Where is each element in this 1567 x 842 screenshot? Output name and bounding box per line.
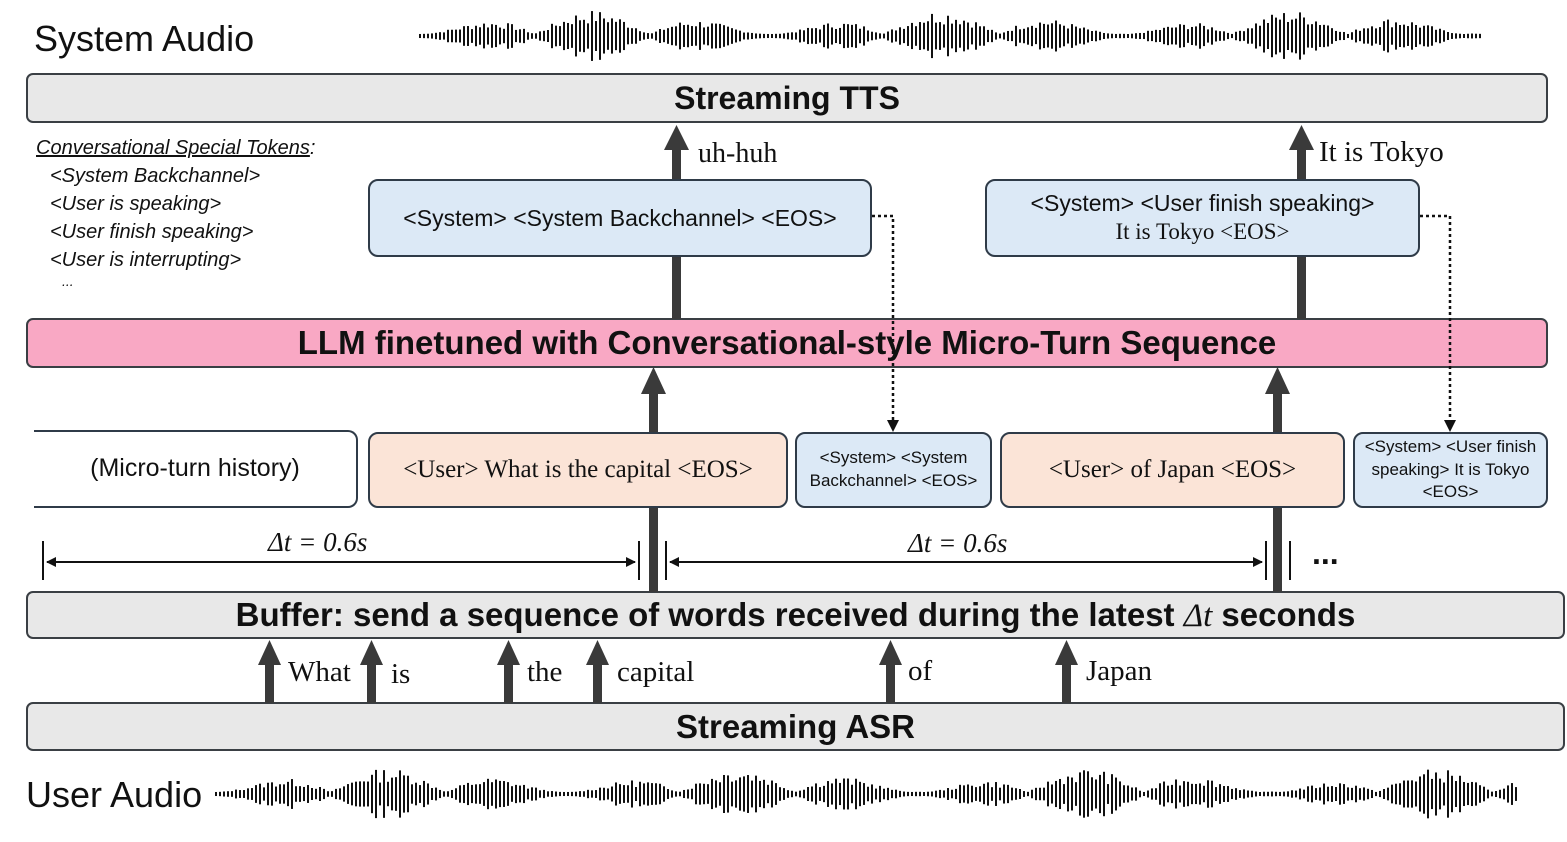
dotted-connector-2: [1420, 214, 1452, 422]
word-arrows: [258, 640, 1078, 703]
special-token-item: <User finish speaking>: [50, 221, 254, 243]
user-turn-box-1: <User> What is the capital <EOS>: [368, 432, 788, 508]
system-answer-output-line1: <System> <User finish speaking>: [1030, 190, 1375, 217]
system-turn-text-2: <System> <User finish speaking> It is To…: [1364, 436, 1537, 502]
user-audio-label: User Audio: [26, 774, 203, 815]
word-is: is: [391, 658, 411, 690]
special-token-item: <System Backchannel>: [50, 165, 261, 187]
word-capital: capital: [617, 656, 695, 688]
system-answer-output-box: <System> <User finish speaking> It is To…: [985, 179, 1420, 257]
user-turn-text-2: <User> of Japan <EOS>: [1048, 456, 1297, 484]
streaming-tts-bar: Streaming TTS: [26, 73, 1548, 123]
special-token-item: <User is speaking>: [50, 193, 222, 215]
system-turn-text-1: <System> <System Backchannel> <EOS>: [809, 448, 978, 490]
llm-label: LLM finetuned with Conversational-style …: [297, 324, 1277, 361]
delta-t-label-2: Δt = 0.6s: [908, 528, 1008, 558]
special-token-ellipsis: ...: [62, 273, 74, 289]
buffer-bar: Buffer: send a sequence of words receive…: [26, 591, 1565, 639]
continuation-ellipsis: ...: [1312, 535, 1339, 571]
word-the: the: [527, 656, 563, 688]
timing-span-1: [42, 541, 640, 580]
arrow-to-llm-2: [1265, 367, 1290, 434]
special-token-item: <User is interrupting>: [50, 249, 242, 271]
arrow-to-tts-1: [664, 125, 689, 180]
delta-t-label-1: Δt = 0.6s: [268, 527, 368, 557]
system-backchannel-output-box: <System> <System Backchannel> <EOS>: [368, 179, 872, 257]
user-audio-waveform: [215, 769, 1517, 819]
llm-to-output-1: [672, 256, 681, 319]
user-turn-box-2: <User> of Japan <EOS>: [1000, 432, 1345, 508]
system-turn-box-2: <System> <User finish speaking> It is To…: [1353, 432, 1548, 508]
special-tokens-list: Conversational Special Tokens: <System B…: [36, 134, 315, 288]
backchannel-speech-text: uh-huh: [698, 138, 778, 169]
micro-turn-history-box: (Micro-turn history): [34, 430, 358, 508]
llm-bar: LLM finetuned with Conversational-style …: [26, 318, 1548, 368]
llm-to-output-2: [1297, 256, 1306, 319]
system-turn-box-1: <System> <System Backchannel> <EOS>: [795, 432, 992, 508]
buffer-label: Buffer: send a sequence of words receive…: [235, 595, 1356, 634]
system-backchannel-output-text: <System> <System Backchannel> <EOS>: [403, 204, 837, 231]
timing-span-2: [665, 541, 1291, 580]
word-of: of: [908, 655, 933, 687]
streaming-asr-label: Streaming ASR: [676, 707, 915, 745]
word-japan: Japan: [1086, 655, 1153, 687]
streaming-tts-label: Streaming TTS: [674, 79, 900, 116]
system-answer-output-line2: It is Tokyo <EOS>: [1115, 219, 1290, 244]
system-audio-waveform: [419, 11, 1481, 61]
special-tokens-title: Conversational Special Tokens:: [36, 137, 316, 159]
answer-speech-text: It is Tokyo: [1319, 136, 1444, 168]
arrow-to-llm-1: [641, 367, 666, 434]
user-turn-text-1: <User> What is the capital <EOS>: [403, 456, 753, 484]
system-audio-label: System Audio: [34, 18, 255, 59]
micro-turn-history-label: (Micro-turn history): [90, 454, 300, 483]
buffer-to-seq-2: [1273, 508, 1282, 592]
arrow-to-tts-2: [1289, 125, 1314, 180]
streaming-asr-bar: Streaming ASR: [26, 702, 1565, 751]
dotted-connector-1: [872, 214, 895, 422]
buffer-to-seq-1: [649, 508, 658, 592]
word-what: What: [288, 656, 351, 688]
